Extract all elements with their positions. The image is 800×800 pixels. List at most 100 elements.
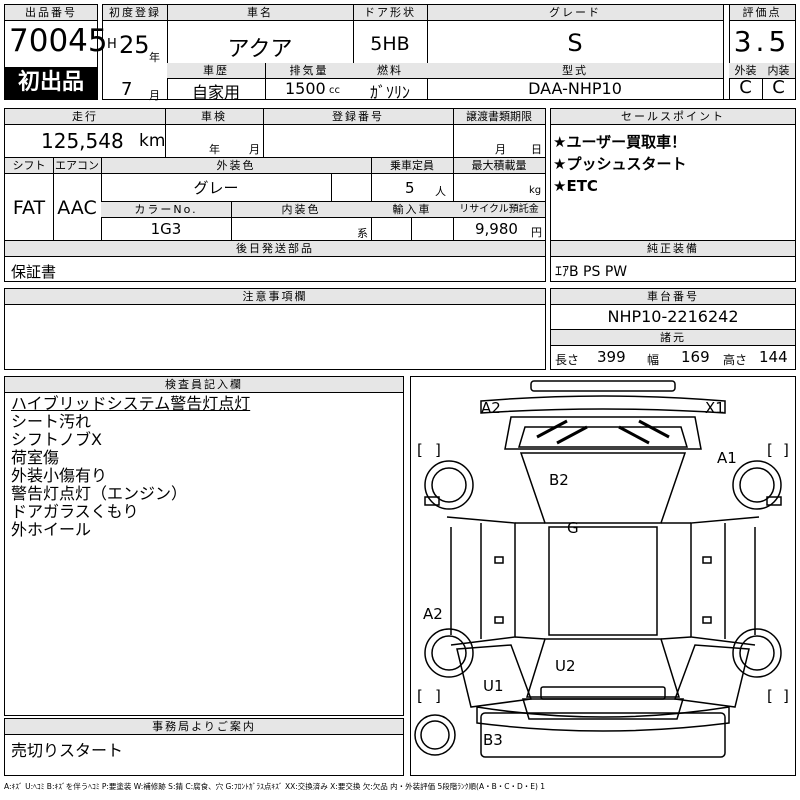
lot-no-label: 出品番号 <box>5 5 97 21</box>
load-unit: kg <box>529 185 542 196</box>
era: H <box>107 37 117 52</box>
inspector-line: シフトノブX <box>11 430 102 449</box>
damage-mark: U2 <box>555 657 576 675</box>
bracket-right: ] <box>783 441 789 459</box>
shift-label: シフト <box>5 158 53 174</box>
damage-mark: B2 <box>549 471 569 489</box>
sales-point: ★プッシュスタート <box>553 155 687 173</box>
displacement: 1500 <box>285 79 326 98</box>
length-label: 長さ <box>555 353 580 367</box>
model-code: DAA-NHP10 <box>528 79 622 98</box>
sales-label: セールスポイント <box>551 109 795 125</box>
model-label: 型式 <box>427 63 723 79</box>
chassis-box: 車台番号 NHP10-2216242 諸元 長さ 399 幅 169 高さ 14… <box>550 288 796 370</box>
capacity: 5 <box>405 179 415 197</box>
capacity-unit: 人 <box>435 185 446 198</box>
door-label: ドア形状 <box>353 5 427 21</box>
sales-point: ★ユーザー買取車！ <box>553 133 687 151</box>
damage-mark: A2 <box>481 399 501 417</box>
disp-label: 排気量 <box>265 63 353 79</box>
car-outline <box>414 380 782 758</box>
damage-mark: A2 <box>423 605 443 623</box>
int-label: 内装 <box>762 63 795 79</box>
lot-box: 出品番号 70045 初出品 <box>4 4 108 100</box>
parts-box: 後日発送部品 保証書 <box>4 240 546 282</box>
int-grade: C <box>772 77 785 98</box>
year-unit: 年 <box>149 51 160 64</box>
notes-label: 注意事項欄 <box>5 289 545 305</box>
recycle-deposit: 9,980 <box>475 220 518 238</box>
damage-mark: U1 <box>483 677 504 695</box>
parts-value: 保証書 <box>11 263 57 281</box>
bracket-right: ] <box>783 687 789 705</box>
height-label: 高さ <box>723 353 748 367</box>
bracket-left: [ <box>417 441 423 459</box>
notes-box: 注意事項欄 <box>4 288 546 370</box>
sales-box: セールスポイント ★ユーザー買取車！ ★プッシュスタート ★ETC <box>550 108 796 242</box>
chassis-number: NHP10-2216242 <box>607 307 739 326</box>
transfer-label: 譲渡書類期限 <box>453 109 545 125</box>
transfer-month-unit: 月 <box>495 143 506 156</box>
details-grid: 走行 車検 登録番号 譲渡書類期限 125,548 km 年 月 月 日 シフト… <box>4 108 546 242</box>
damage-mark: X1 <box>705 399 725 417</box>
length-value: 399 <box>597 348 626 366</box>
equipment-label: 純正装備 <box>551 241 795 257</box>
office-value: 売切りスタート <box>11 741 124 760</box>
bracket-left: [ <box>767 441 773 459</box>
mileage: 125,548 <box>41 129 124 153</box>
grade-label: グレード <box>427 5 723 21</box>
grade: S <box>567 29 583 57</box>
recycle-unit: 円 <box>531 226 542 239</box>
int-color-label: 内装色 <box>231 202 371 218</box>
history-label: 車歴 <box>167 63 265 79</box>
chassis-label: 車台番号 <box>551 289 795 305</box>
first-listing-badge: 初出品 <box>5 67 97 99</box>
office-box: 事務局よりご案内 売切りスタート <box>4 718 404 776</box>
score-label: 評価点 <box>729 5 795 21</box>
fuel-label: 燃料 <box>353 63 427 79</box>
inspector-line: 外装小傷有り <box>11 466 108 485</box>
inspector-line: シート汚れ <box>11 412 92 431</box>
damage-mark: B3 <box>483 731 503 749</box>
plate-label: 登録番号 <box>263 109 453 125</box>
inspector-box: 検査員記入欄 ハイブリッドシステム警告灯点灯 シート汚れ シフトノブX 荷室傷 … <box>4 376 404 716</box>
ext-grade: C <box>739 77 752 98</box>
bracket-left: [ <box>417 687 423 705</box>
car-history: 自家用 <box>191 83 240 102</box>
lot-number: 70045 <box>9 23 108 59</box>
inspector-line: ドアガラスくもり <box>11 502 139 521</box>
inspector-line: 外ホイール <box>11 520 92 539</box>
recycle-label: リサイクル預託金 <box>453 202 545 218</box>
equipment-value: ｴｱB PS PW <box>555 264 628 280</box>
insp-month-unit: 月 <box>249 143 260 156</box>
color-no-label: カラーNo. <box>101 202 231 218</box>
ext-label: 外装 <box>729 63 762 79</box>
int-color-unit: 系 <box>357 227 368 240</box>
car-diagram: [ ] [ ] [ ] [ ] A2 X1 A1 B2 G A2 U2 U1 B… <box>410 376 796 776</box>
inspector-label: 検査員記入欄 <box>5 377 403 393</box>
load-label: 最大積載量 <box>453 158 545 174</box>
mileage-label: 走行 <box>5 109 165 125</box>
parts-label: 後日発送部品 <box>5 241 545 257</box>
damage-mark: A1 <box>717 449 737 467</box>
score: 3.5 <box>733 25 791 58</box>
door-type: 5HB <box>370 33 410 55</box>
exterior-color: グレー <box>193 179 239 197</box>
spec-label: 諸元 <box>551 330 795 346</box>
bracket-right: ] <box>435 441 441 459</box>
inspection-label: 車検 <box>165 109 263 125</box>
bracket-right: ] <box>435 687 441 705</box>
import-label: 輸入車 <box>371 202 453 218</box>
name-label: 車名 <box>167 5 353 21</box>
ac: AAC <box>57 197 97 219</box>
disp-unit: cc <box>329 85 340 96</box>
height-value: 144 <box>759 348 788 366</box>
inspector-line: 荷室傷 <box>11 448 60 467</box>
color-label: 外装色 <box>101 158 371 174</box>
transfer-day-unit: 日 <box>531 143 542 156</box>
reg-month: 7 <box>121 79 133 100</box>
car-name: アクア <box>227 37 293 62</box>
reg-label: 初度登録 <box>103 5 167 21</box>
equipment-box: 純正装備 ｴｱB PS PW <box>550 240 796 282</box>
fuel: ｶﾞｿﾘﾝ <box>369 83 410 102</box>
